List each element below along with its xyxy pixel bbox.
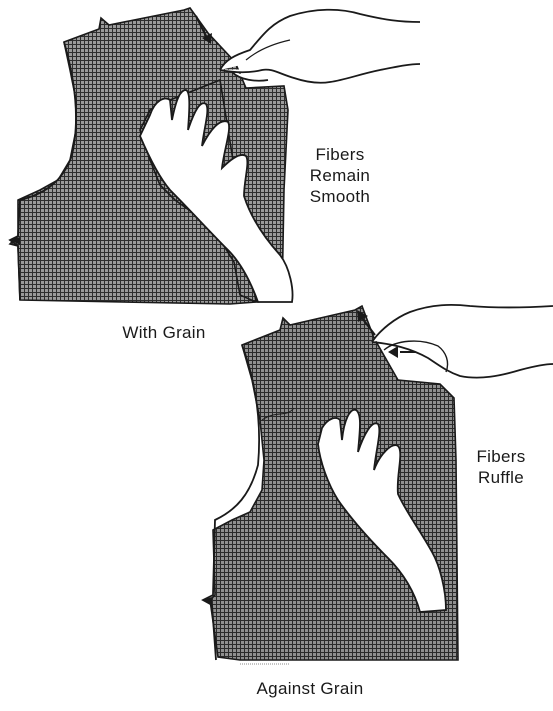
caption-with-grain: With Grain bbox=[94, 322, 234, 343]
caption-against-grain: Against Grain bbox=[230, 678, 390, 699]
hand-icon bbox=[372, 305, 553, 378]
hand-icon bbox=[220, 10, 420, 83]
note-fibers-remain-smooth: Fibers Remain Smooth bbox=[300, 144, 380, 207]
note-fibers-ruffle: Fibers Ruffle bbox=[464, 446, 538, 488]
